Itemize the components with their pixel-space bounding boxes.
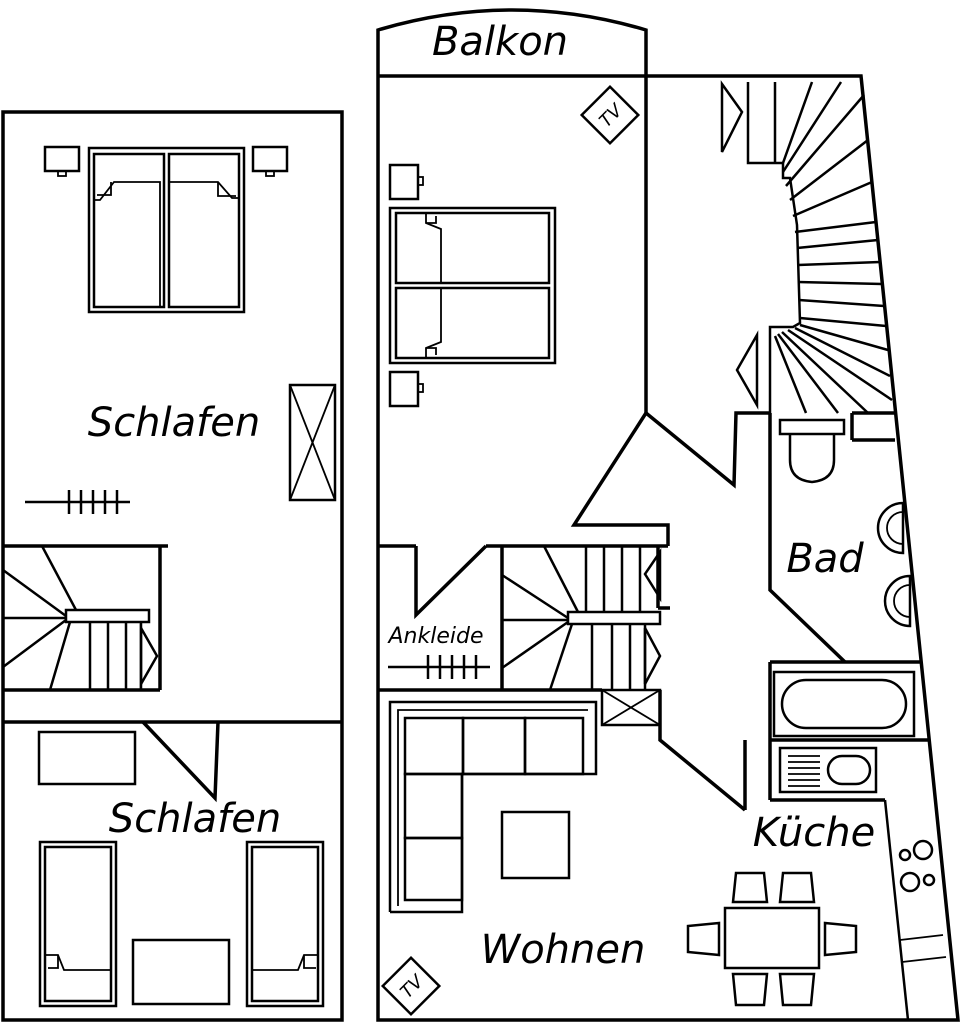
tv-icon-upper: TV: [579, 84, 641, 146]
nightstand-left: [43, 145, 81, 177]
sink-lower: [883, 574, 912, 628]
radiator-ankleide: [388, 655, 490, 679]
nightstand-top: [388, 163, 424, 201]
bathtub: [772, 670, 916, 738]
single-bed-lower-left: [38, 840, 118, 1008]
shaft-box: [600, 688, 662, 727]
door-notch-lower-left: [141, 720, 220, 803]
table-lower-left: [131, 938, 231, 1006]
double-bed-upper-right: [388, 206, 557, 365]
room-label-kueche: Küche: [753, 810, 875, 856]
single-bed-lower-right: [245, 840, 325, 1008]
nightstand-right: [251, 145, 289, 177]
tv-icon-lower: TV: [380, 955, 442, 1017]
toilet: [778, 418, 846, 484]
staircase-left: [2, 545, 159, 691]
room-label-balkon: Balkon: [432, 19, 568, 65]
left-unit-walls: [1, 110, 344, 1022]
room-label-bad: Bad: [786, 536, 864, 582]
svg-text:TV: TV: [595, 99, 628, 132]
right-unit-walls: [376, 8, 960, 1022]
kitchen-counter: [883, 799, 947, 1021]
staircase-middle: [501, 545, 662, 691]
double-bed-upper-left: [87, 146, 246, 314]
radiator-upper-left: [25, 490, 130, 514]
svg-text:TV: TV: [396, 970, 429, 1003]
dining-set: [686, 871, 858, 1007]
room-label-schlafen-lower: Schlafen: [109, 796, 281, 842]
nightstand-bottom: [388, 370, 424, 408]
sink-upper: [876, 501, 905, 555]
desk-lower-left: [37, 730, 137, 786]
room-label-wohnen: Wohnen: [481, 927, 646, 973]
wardrobe-upper-left: [288, 383, 337, 502]
room-label-schlafen-upper: Schlafen: [88, 400, 260, 446]
coffee-table: [500, 810, 571, 880]
staircase-spiral-upper: [720, 80, 893, 414]
stove: [778, 746, 878, 794]
sofa-l-shape: [388, 700, 598, 914]
room-label-ankleide: Ankleide: [387, 624, 484, 649]
